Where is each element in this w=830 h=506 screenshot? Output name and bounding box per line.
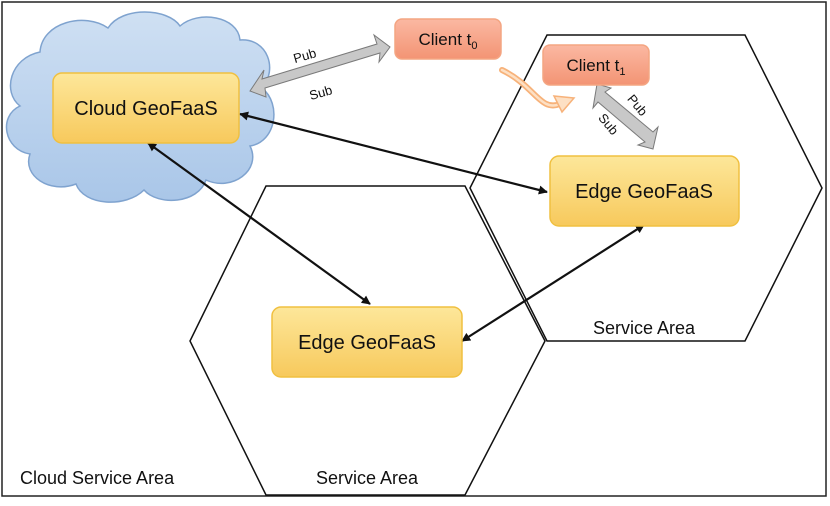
client-t1-box bbox=[542, 44, 650, 86]
cloud-geofaas-box bbox=[52, 72, 240, 144]
client-t0-box bbox=[394, 18, 502, 60]
pub-label-t0: Pub bbox=[292, 45, 318, 66]
link-cloud-edge-right bbox=[239, 111, 548, 195]
client-t0-label: Client t0 bbox=[418, 30, 477, 52]
client-move-arrow bbox=[499, 67, 576, 114]
link-edge-left-edge-right bbox=[461, 224, 645, 342]
edge-geofaas-left-label: Edge GeoFaaS bbox=[298, 332, 436, 354]
cloud-service-area-border bbox=[1, 1, 827, 497]
sub-label-t0: Sub bbox=[308, 82, 334, 103]
pubsub-arrow-client-t0 bbox=[249, 33, 391, 98]
link-cloud-edge-left bbox=[147, 142, 371, 305]
pubsub-arrow-client-t1 bbox=[592, 83, 659, 150]
edge-geofaas-left-box bbox=[271, 306, 463, 378]
cloud-service-area-label: Cloud Service Area bbox=[20, 468, 175, 488]
edge-geofaas-right-box bbox=[549, 155, 740, 227]
client-t1-label: Client t1 bbox=[566, 56, 625, 78]
service-area-left-label: Service Area bbox=[316, 468, 419, 488]
edge-geofaas-right-label: Edge GeoFaaS bbox=[575, 181, 713, 203]
cloud-geofaas-label: Cloud GeoFaaS bbox=[74, 98, 217, 120]
service-area-right-label: Service Area bbox=[593, 318, 696, 338]
